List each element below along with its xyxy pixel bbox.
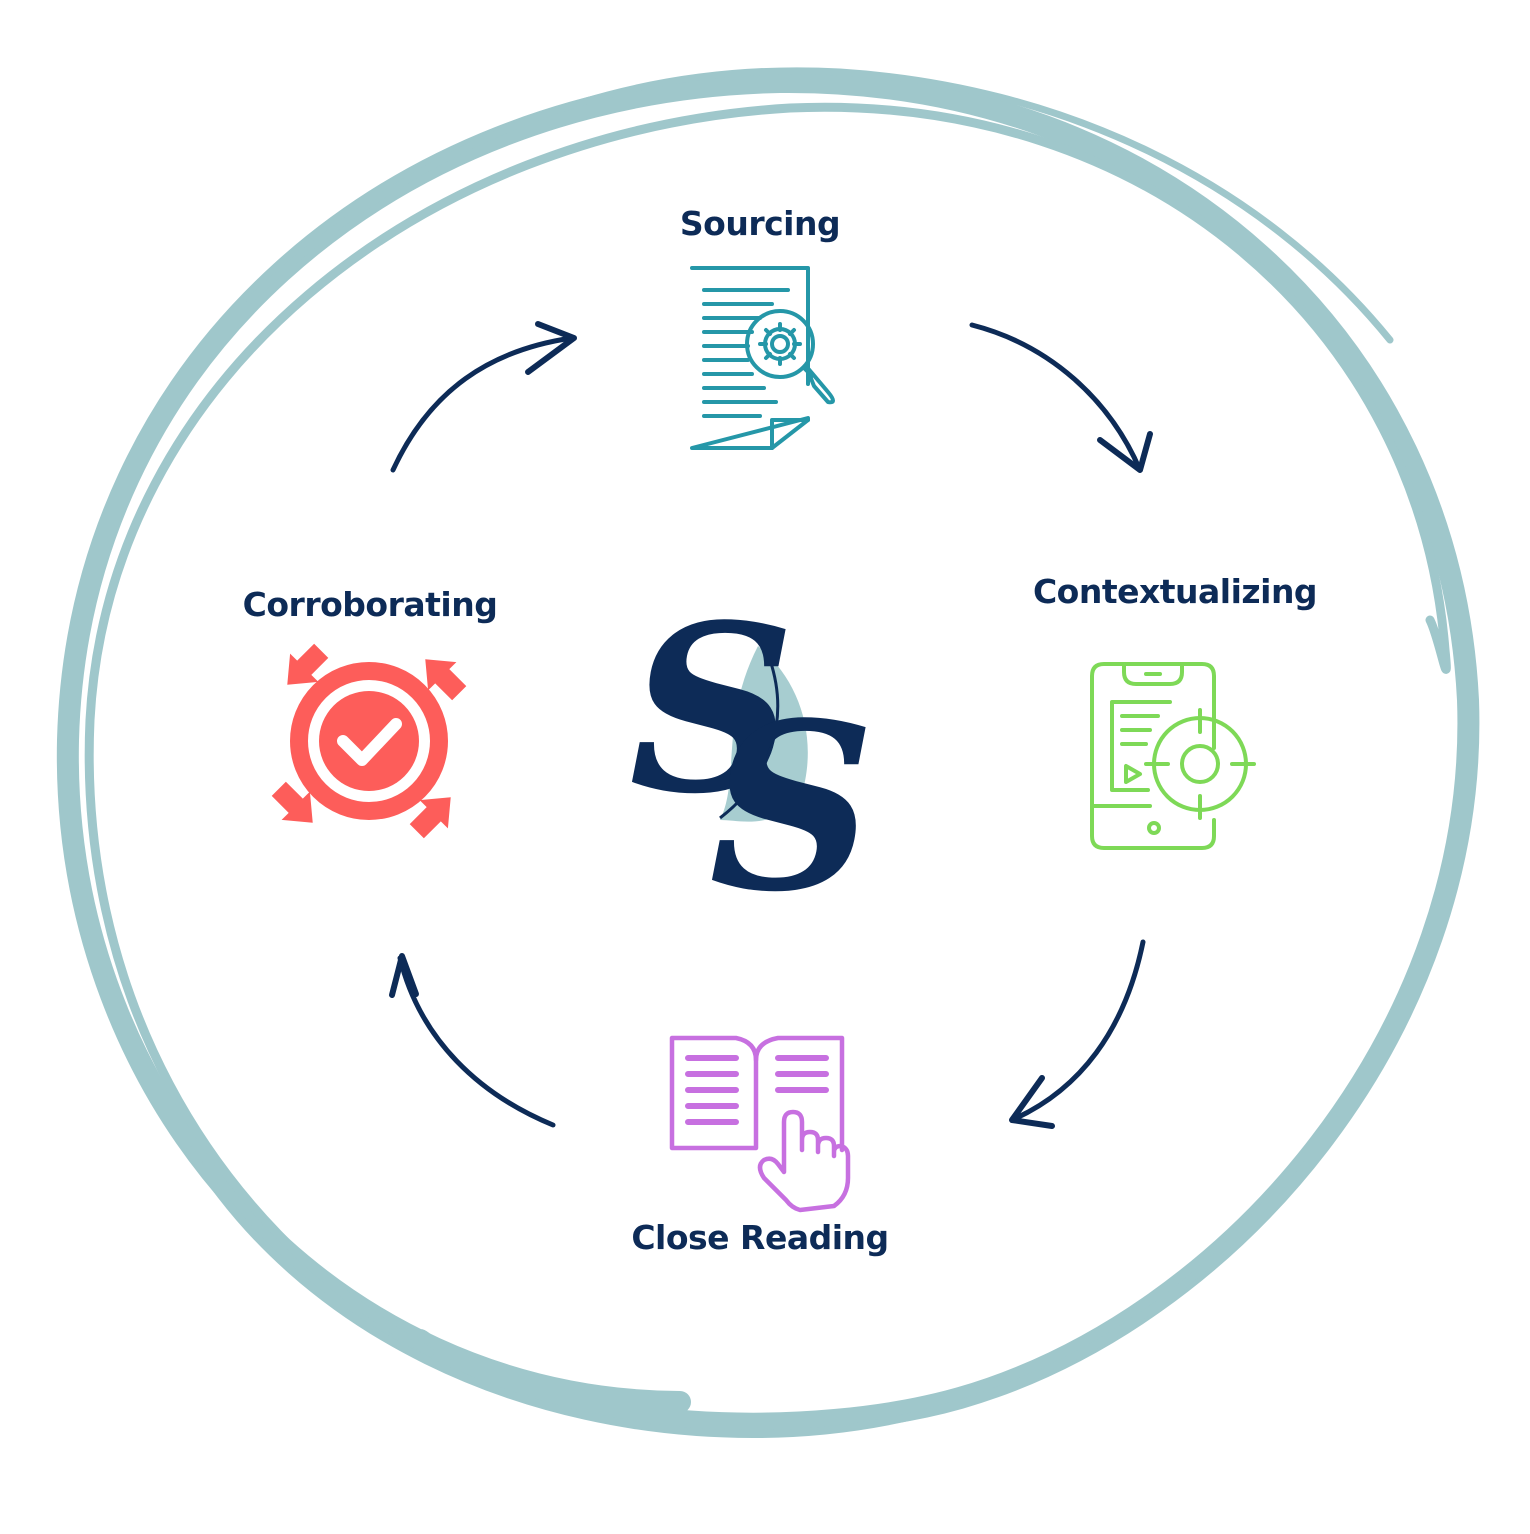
outer-ring-stroke-1	[56, 70, 1480, 1435]
step-label-sourcing: Sourcing	[679, 204, 841, 243]
phone-target-icon	[1090, 662, 1256, 850]
play-icon	[1124, 764, 1142, 784]
step-label-contextualizing: Contextualizing	[1032, 572, 1318, 611]
magnifier-handle	[802, 364, 835, 405]
book-right-lines	[775, 1055, 829, 1093]
outer-badge-ring	[290, 662, 448, 820]
outer-ring-stroke-4	[246, 67, 1394, 344]
arrow-shaft	[397, 955, 556, 1128]
monogram-logo: SS S S	[629, 575, 875, 943]
cycle-arrows	[389, 321, 1153, 1129]
document-fold	[770, 418, 810, 450]
book-pointer-icon	[669, 1035, 851, 1213]
monogram-s-top: S	[629, 575, 795, 845]
arrow-shaft	[390, 335, 575, 473]
inner-badge	[319, 691, 419, 791]
content-card	[1110, 700, 1172, 792]
step-label-corroborating: Corroborating	[242, 585, 498, 624]
arrow-shaft	[969, 322, 1143, 473]
converging-arrows	[271, 643, 467, 839]
arrow-bottom-right-icon	[409, 797, 451, 839]
book-left-lines	[685, 1055, 739, 1125]
arrow-top-left-icon	[287, 643, 329, 685]
arrow-shaft	[1009, 939, 1146, 1123]
magnifier-lens	[745, 309, 815, 379]
outer-ring	[56, 67, 1480, 1439]
outer-ring-stroke-2	[84, 102, 1451, 1357]
arrow-close-reading-to-corroborating	[389, 953, 556, 1128]
phone-home-button	[1147, 821, 1161, 835]
pointing-hand-icon	[757, 1109, 851, 1213]
feather-leaf-icon	[720, 646, 808, 822]
arrow-sourcing-to-contextualizing	[969, 322, 1153, 473]
checkmark-icon	[337, 718, 402, 766]
arrow-head	[389, 953, 419, 998]
gear-icon	[758, 322, 802, 366]
arrow-contextualizing-to-close-reading	[1009, 939, 1146, 1129]
phone-notch	[1122, 662, 1184, 686]
arrow-head	[1097, 431, 1153, 473]
arrow-bottom-left-icon	[271, 781, 313, 823]
target-icon	[1144, 708, 1256, 820]
arrow-corroborating-to-sourcing	[390, 321, 577, 473]
target-check-icon	[271, 643, 467, 839]
document-lines	[702, 288, 790, 418]
arrow-top-right-icon	[425, 659, 467, 701]
phone-body	[1090, 662, 1216, 850]
document-search-icon	[690, 266, 835, 450]
content-lines	[1120, 714, 1160, 746]
book-right-page	[753, 1035, 845, 1153]
arrow-head	[525, 321, 577, 375]
step-label-close-reading: Close Reading	[631, 1218, 889, 1257]
monogram-s-bottom: S	[709, 673, 875, 943]
outer-ring-stroke-3	[186, 1146, 1304, 1439]
arrow-head	[1009, 1075, 1055, 1129]
feather-quill	[719, 659, 780, 820]
